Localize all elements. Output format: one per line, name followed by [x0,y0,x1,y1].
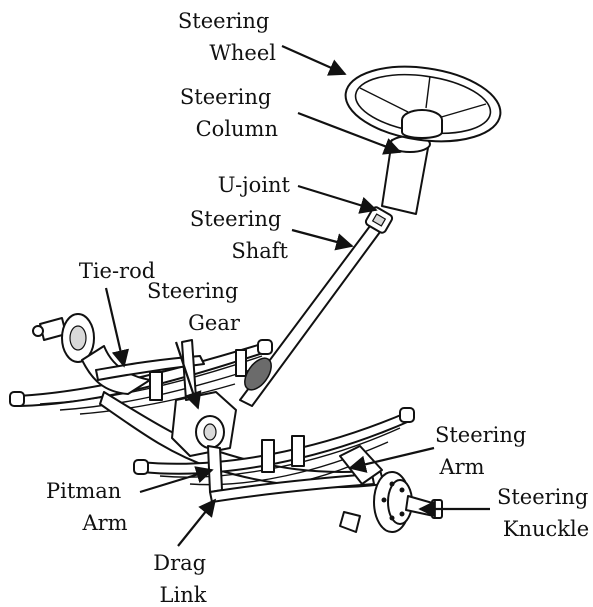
steering-shaft-arrow [292,230,352,246]
steering-gear-label: Steering Gear [147,279,245,335]
steering-wheel-arrow [282,46,345,74]
steering-column-label: Steering Column [180,85,278,141]
drag-link-label: Drag Link [153,551,213,607]
tie-rod-label: Tie-rod [79,259,155,283]
steering-shaft-label: Steering Shaft [190,207,289,263]
pitman-arm-part [208,446,222,492]
steering-arm-label: Steering Arm [435,423,533,479]
left-hub [33,314,150,394]
steering-wheel-part [341,57,506,150]
steering-wheel-label: Steering Wheel [178,9,276,65]
u-joint-arrow [298,186,376,210]
steering-knuckle-label: Steering Knuckle [497,485,593,541]
drag-link-arrow [178,500,215,546]
pitman-arm-label: Pitman Arm [46,479,128,535]
u-joint-label: U-joint [218,173,291,197]
